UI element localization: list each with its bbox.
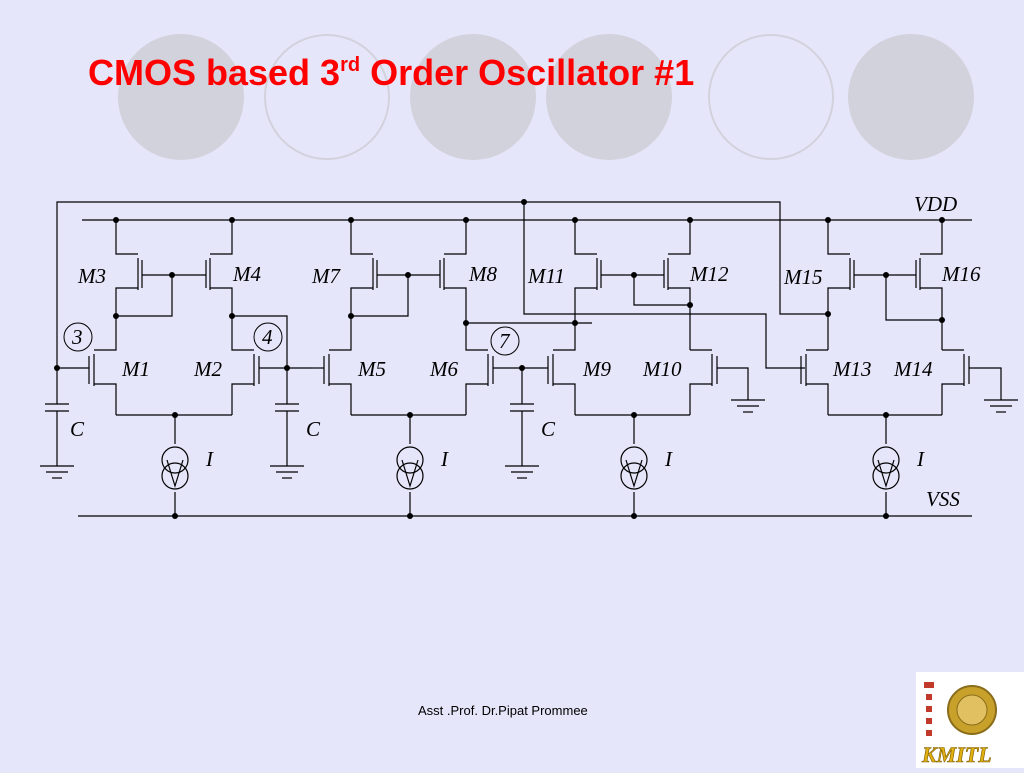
label-m12: M12 (689, 262, 729, 286)
decor-circle-4 (546, 34, 672, 160)
current-source-2 (396, 446, 424, 490)
decor-circle-2 (264, 34, 390, 160)
label-m6: M6 (429, 357, 458, 381)
vss-label: VSS (926, 487, 960, 511)
cap-label-1: C (70, 417, 85, 441)
title-main: CMOS based 3 (88, 52, 341, 93)
vdd-label: VDD (914, 192, 957, 216)
label-m3: M3 (77, 264, 106, 288)
current-source-1 (161, 446, 189, 490)
label-m2: M2 (193, 357, 222, 381)
label-m8: M8 (468, 262, 497, 286)
title-superscript: rd (340, 54, 361, 76)
decor-circle-6 (848, 34, 974, 160)
label-m16: M16 (941, 262, 981, 286)
label-m5: M5 (357, 357, 386, 381)
label-m10: M10 (642, 357, 682, 381)
label-m14: M14 (893, 357, 933, 381)
decor-circle-1 (118, 34, 244, 160)
label-m7: M7 (311, 264, 341, 288)
cap-label-3: C (541, 417, 556, 441)
label-m15: M15 (783, 265, 823, 289)
current-label-2: I (440, 447, 449, 471)
title-rest: Order Oscillator #1 (360, 52, 695, 93)
kmitl-logo: KMITL (916, 672, 1024, 768)
label-m13: M13 (832, 357, 872, 381)
decor-circle-3 (410, 34, 536, 160)
logo-wordmark: KMITL (921, 742, 992, 767)
label-m9: M9 (582, 357, 611, 381)
current-source-3 (620, 446, 648, 490)
slide-title: CMOS based 3rd Order Oscillator #1 (88, 52, 694, 94)
current-label-4: I (916, 447, 925, 471)
tower-icon (924, 682, 934, 736)
decor-circle-5 (708, 34, 834, 160)
junction-dots (54, 199, 945, 519)
current-label-3: I (664, 447, 673, 471)
footer-author: Asst .Prof. Dr.Pipat Prommee (418, 703, 588, 718)
label-m1: M1 (121, 357, 150, 381)
node-label-7: 7 (499, 329, 511, 353)
label-m11: M11 (527, 264, 565, 288)
label-m4: M4 (232, 262, 261, 286)
current-source-4 (872, 446, 900, 490)
current-label-1: I (205, 447, 214, 471)
cap-label-2: C (306, 417, 321, 441)
node-label-4: 4 (262, 325, 273, 349)
node-label-3: 3 (71, 325, 83, 349)
